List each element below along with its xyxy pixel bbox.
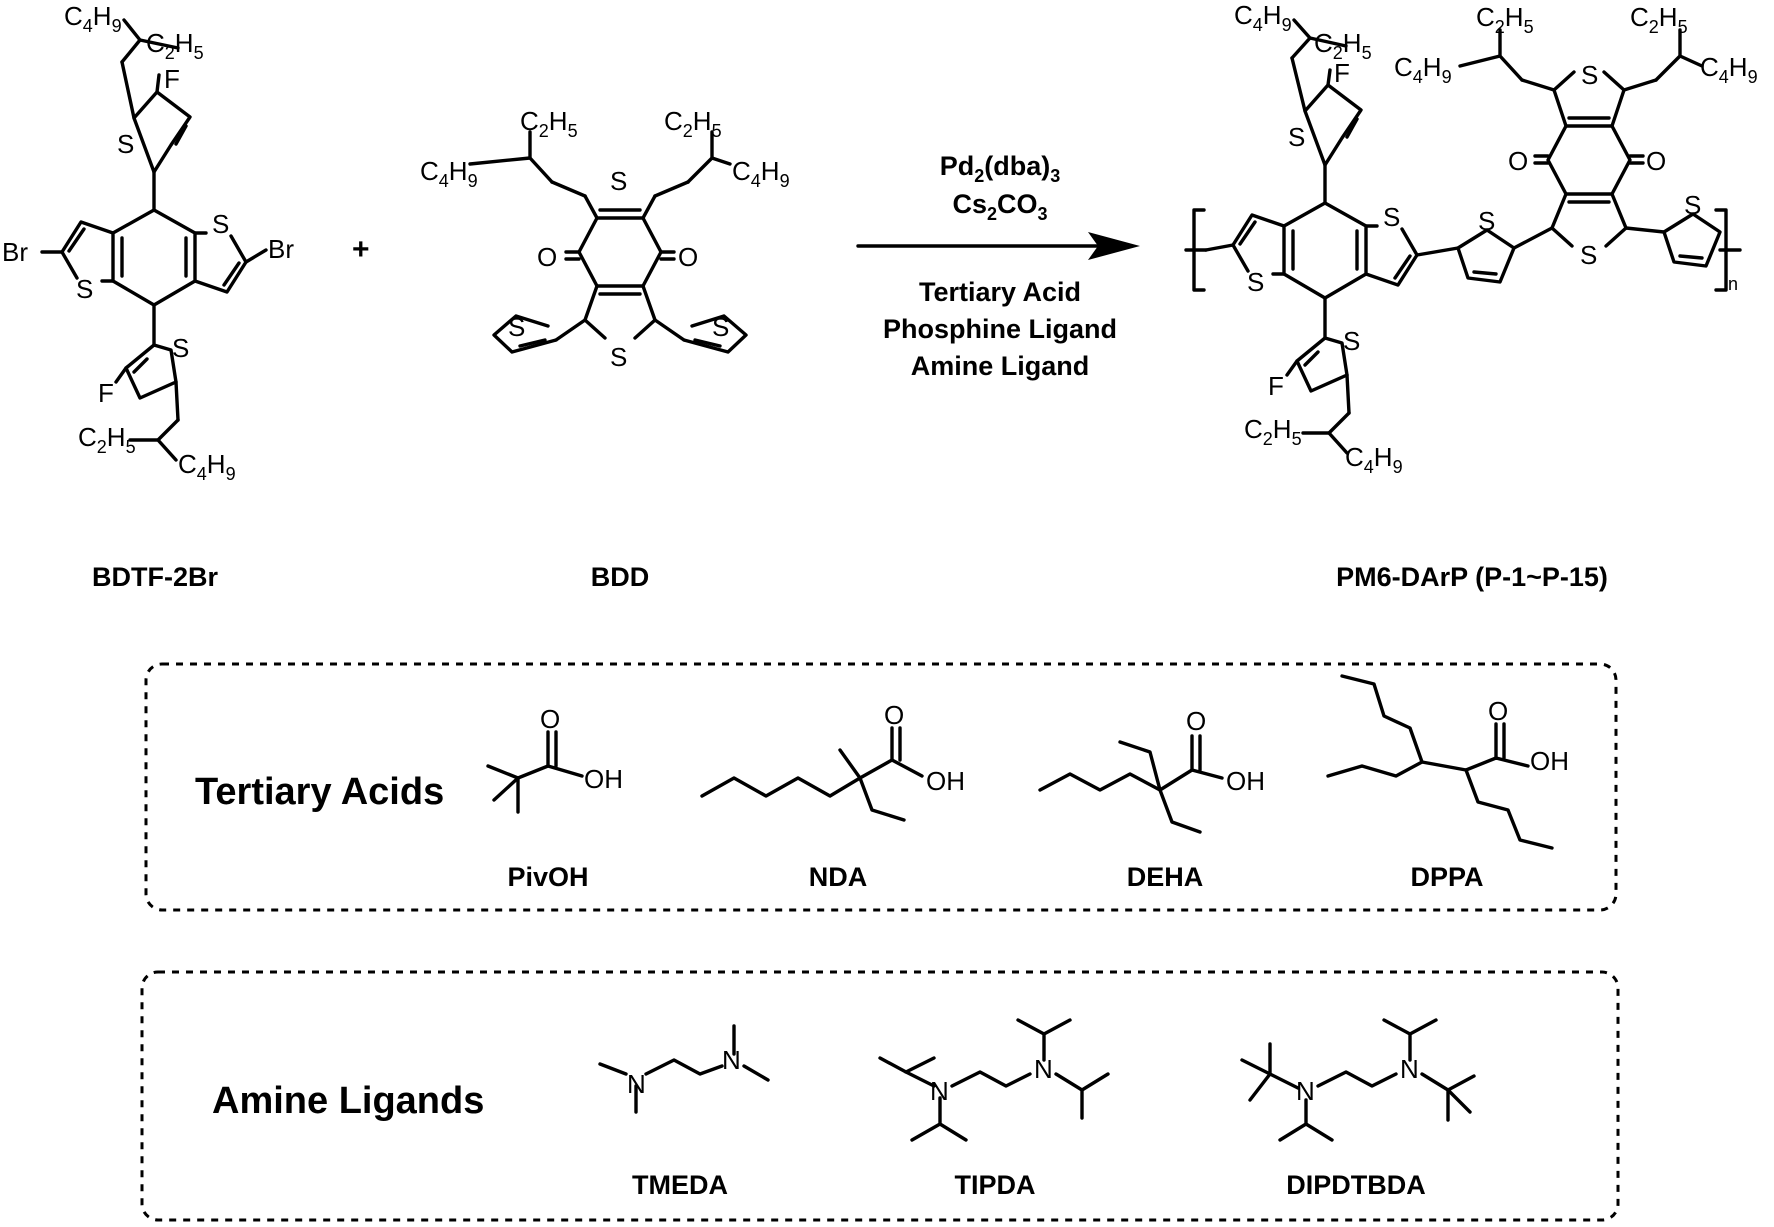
bdtf-fluorine-top: F [164,64,180,94]
dppa-oxygen: O [1488,696,1508,726]
bdd-sulfur-bottom: S [610,342,627,372]
condition-amine-ligand: Amine Ligand [911,351,1090,381]
dppa-hydroxyl: OH [1530,746,1569,776]
bdtf-ethyl-bottom: C2H5 [78,422,136,457]
bdtf-ethyl-top: C2H5 [146,28,204,63]
bdd-structure: S S O O S S C2H5 C4H9 C2H5 C4H9 [420,106,790,372]
condition-catalyst: Pd2(dba)3 [940,151,1061,186]
product-sulfur-bdt-right: S [1383,202,1400,232]
product-sulfur-linker-1: S [1478,206,1495,236]
bdd-oxygen-right: O [678,242,698,272]
product-sulfur-thienyl-top: S [1288,122,1305,152]
nda-structure: O OH [700,700,965,822]
tipda-nitrogen-left: N [930,1076,949,1106]
condition-phosphine-ligand: Phosphine Ligand [883,314,1117,344]
bdtf-butyl-top: C4H9 [64,1,122,36]
dipdtbda-nitrogen-right: N [1400,1054,1419,1084]
bdtf-sulfur-top: S [117,129,134,159]
acid-label-nda: NDA [809,862,868,892]
product-fluorine-bottom: F [1268,371,1284,401]
plus-sign: + [352,233,370,266]
deha-hydroxyl: OH [1226,766,1265,796]
bdtf-bromine-left: Br [2,237,28,267]
condition-base: Cs2CO3 [952,189,1047,224]
bdd-butyl-left: C4H9 [420,156,478,191]
tertiary-acids-title: Tertiary Acids [195,771,444,813]
tmeda-nitrogen-left: N [627,1069,646,1099]
nda-oxygen: O [884,700,904,730]
pm6-darp-structure: S S S S F F S S S O O S n C4H9 C2H5 C2H5… [1184,0,1758,477]
product-ethyl-bottom: C2H5 [1244,414,1302,449]
product-butyl-bottom: C4H9 [1345,442,1403,477]
product-butyl-top: C4H9 [1234,0,1292,35]
dipdtbda-nitrogen-left: N [1296,1076,1315,1106]
product-repeat-n: n [1728,274,1738,294]
deha-structure: O OH [1038,706,1265,834]
product-ethyl-top: C2H5 [1314,28,1372,63]
bdd-ethyl-right: C2H5 [664,106,722,141]
tertiary-acids-box [144,662,1618,912]
product-fluorine-top: F [1334,58,1350,88]
product-ethyl-bdd-left: C2H5 [1476,2,1534,37]
bdtf-fluorine-bottom: F [98,378,114,408]
monomer-1-label: BDTF-2Br [92,562,218,592]
deha-oxygen: O [1186,706,1206,736]
bdd-sulfur-top: S [610,166,627,196]
product-oxygen-left: O [1508,146,1528,176]
monomer-2-label: BDD [591,562,650,592]
pivoh-hydroxyl: OH [584,764,623,794]
amine-ligands-title: Amine Ligands [212,1080,484,1122]
acid-label-pivoh: PivOH [507,862,588,892]
product-sulfur-thienyl-bottom: S [1343,326,1360,356]
product-ethyl-bdd-right: C2H5 [1630,2,1688,37]
bdtf-bromine-right: Br [268,234,294,264]
bdd-butyl-right: C4H9 [732,156,790,191]
bdd-oxygen-left: O [537,242,557,272]
pivoh-oxygen: O [540,704,560,734]
acid-label-deha: DEHA [1127,862,1204,892]
tipda-structure: N N [878,1018,1110,1142]
bdtf-butyl-bottom: C4H9 [178,449,236,484]
tipda-nitrogen-right: N [1034,1054,1053,1084]
tmeda-structure: N N [598,1024,770,1114]
bdd-sulfur-thienyl-left: S [508,312,525,342]
bdtf-sulfur-right: S [212,209,229,239]
product-sulfur-linker-2: S [1684,190,1701,220]
bdtf-sulfur-left: S [76,274,93,304]
product-label: PM6-DArP (P-1~P-15) [1336,562,1608,592]
bdtf-sulfur-bottom: S [172,333,189,363]
product-sulfur-bdt-left: S [1247,267,1264,297]
product-butyl-bdd-left: C4H9 [1394,52,1452,87]
acid-label-dppa: DPPA [1410,862,1483,892]
nda-hydroxyl: OH [926,766,965,796]
product-sulfur-bdd-bottom: S [1580,240,1597,270]
dipdtbda-structure: N N [1240,1018,1476,1142]
product-sulfur-bdd-top: S [1581,60,1598,90]
dppa-structure: O OH [1326,674,1569,850]
product-oxygen-right: O [1646,146,1666,176]
amine-label-dipdtbda: DIPDTBDA [1286,1170,1426,1200]
pivoh-structure: O OH [486,704,623,814]
amine-label-tmeda: TMEDA [632,1170,728,1200]
tmeda-nitrogen-right: N [722,1045,741,1075]
bdtf-2br-structure: Br Br S S S S F F C4H9 C2H5 C2H5 C4H9 [2,1,294,484]
bdd-ethyl-left: C2H5 [520,106,578,141]
reaction-arrow [856,232,1140,260]
condition-tertiary-acid: Tertiary Acid [919,277,1081,307]
product-butyl-bdd-right: C4H9 [1700,52,1758,87]
amine-label-tipda: TIPDA [955,1170,1036,1200]
bdd-sulfur-thienyl-right: S [712,312,729,342]
